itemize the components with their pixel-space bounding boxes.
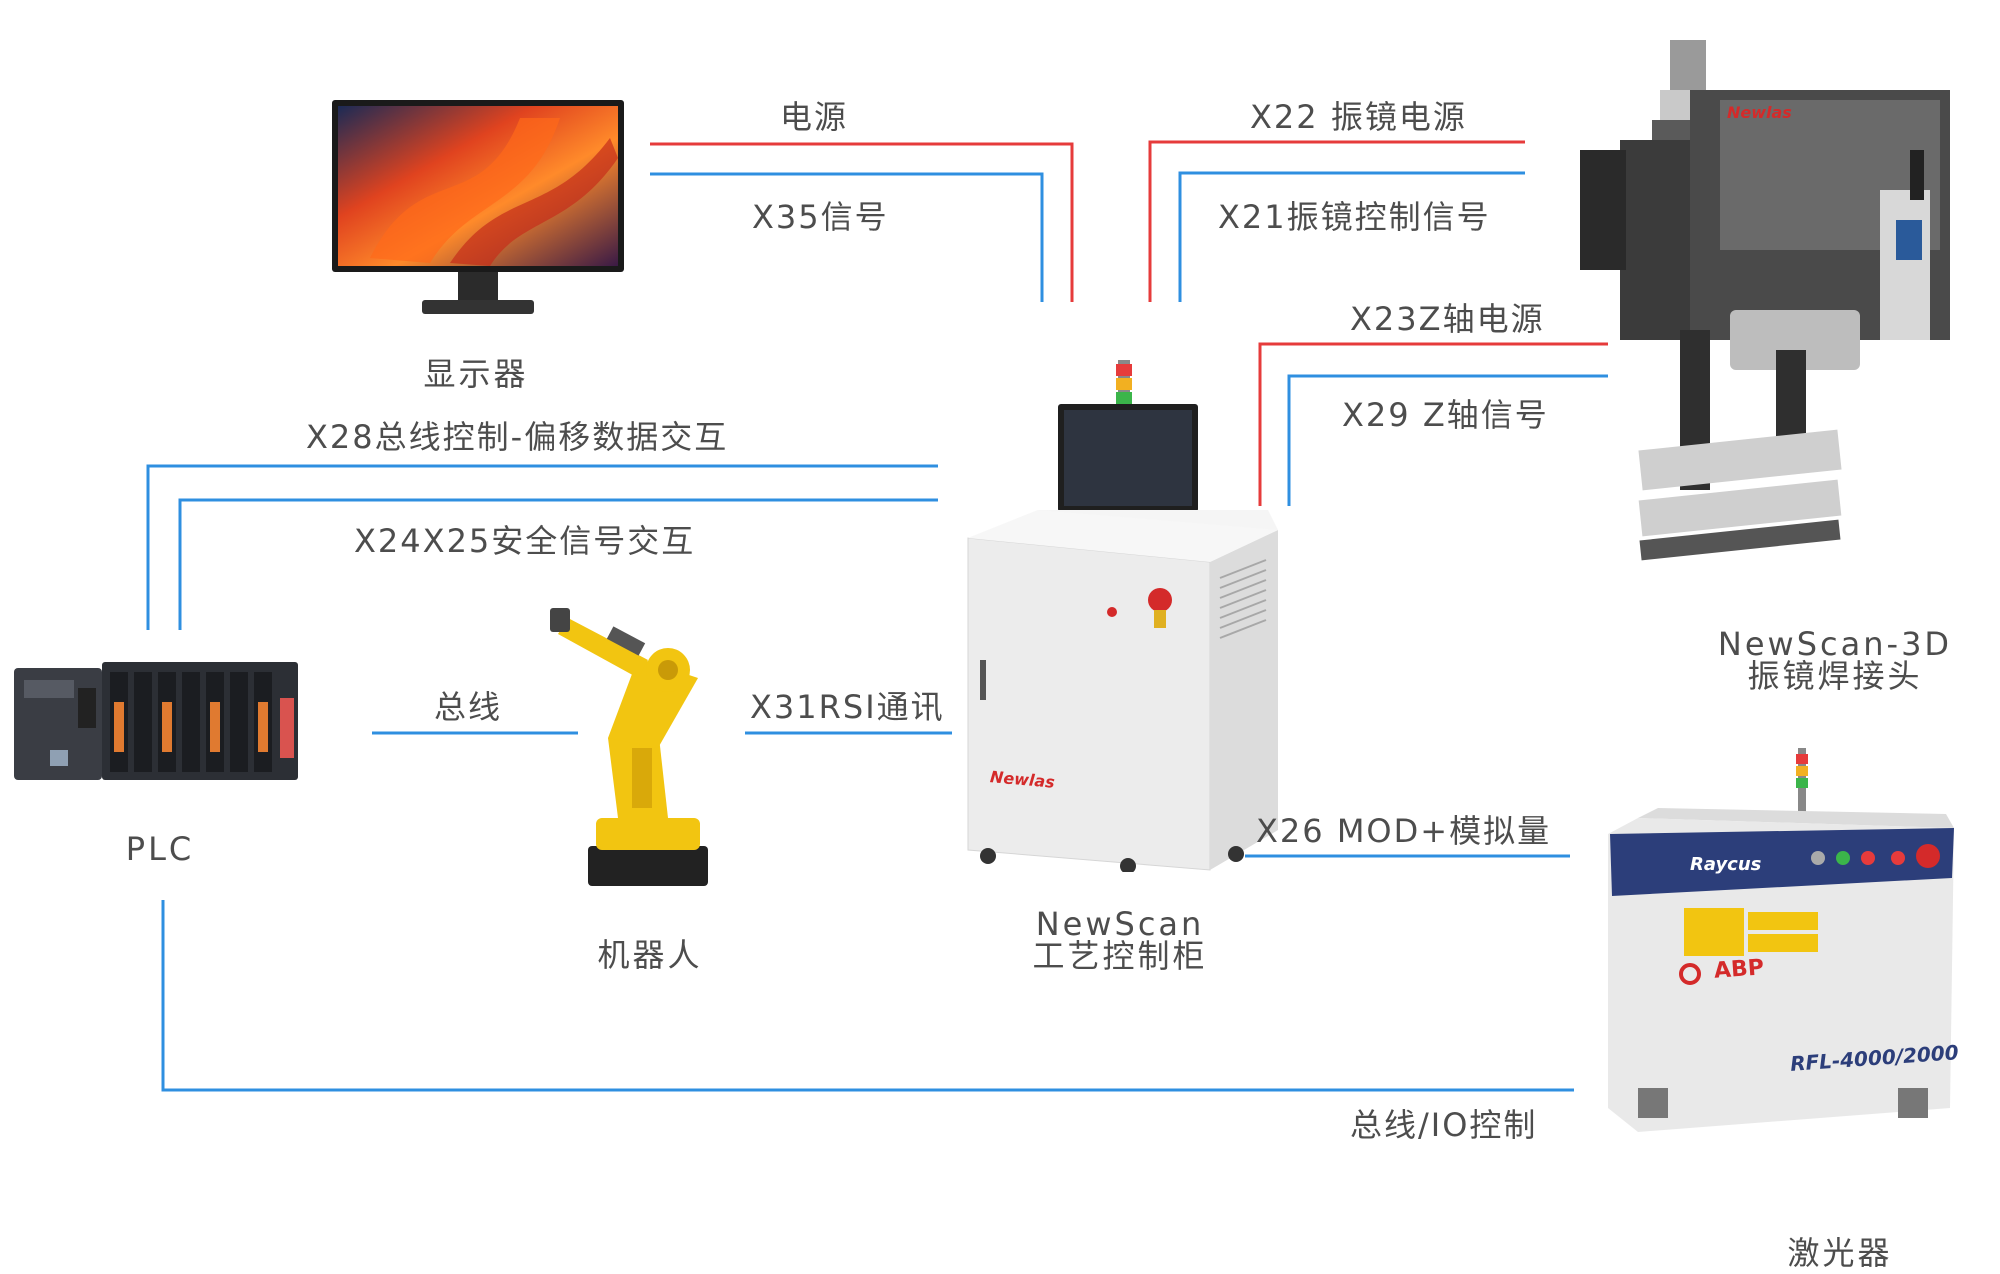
cabinet-caption-line2: 工艺控制柜 <box>1032 937 1208 975</box>
laser-mark: ABP <box>1713 955 1765 984</box>
z-power-line <box>1258 342 1608 506</box>
scanhead-brand: Newlas <box>1727 103 1792 122</box>
robot-caption: 机器人 <box>597 936 703 974</box>
bus-offset-label: X28总线控制-偏移数据交互 <box>306 418 729 456</box>
monitor-signal-line <box>650 172 1044 302</box>
cabinet-caption-line1: NewScan <box>1035 905 1205 943</box>
z-signal-label: X29 Z轴信号 <box>1342 396 1549 434</box>
control-cabinet-icon <box>967 360 1278 872</box>
z-signal-line <box>1287 374 1608 506</box>
galvo-signal-line <box>1178 171 1525 302</box>
galvo-power-line <box>1148 140 1525 302</box>
plc-caption: PLC <box>125 830 195 868</box>
plc-icon <box>14 662 298 780</box>
cabinet-caption: NewScan 工艺控制柜 <box>1010 908 1230 972</box>
scanhead-caption-line1: NewScan-3D <box>1717 625 1953 663</box>
monitor-caption: 显示器 <box>423 355 529 393</box>
rsi-label: X31RSI通讯 <box>750 688 945 726</box>
laser-caption: 激光器 <box>1787 1234 1893 1272</box>
io-label: 总线/IO控制 <box>1350 1106 1538 1144</box>
welding-head-icon <box>1580 40 1950 561</box>
scanhead-caption: NewScan-3D 振镜焊接头 <box>1700 628 1970 692</box>
z-power-label: X23Z轴电源 <box>1350 300 1545 338</box>
safety-label: X24X25安全信号交互 <box>354 522 696 560</box>
bus-label: 总线 <box>434 688 503 726</box>
bus-offset-line <box>146 464 938 630</box>
robot-arm-icon <box>550 608 708 886</box>
laser-brand: Raycus <box>1690 854 1762 875</box>
monitor-power-label: 电源 <box>780 98 849 136</box>
monitor-signal-label: X35信号 <box>752 198 889 236</box>
galvo-power-label: X22 振镜电源 <box>1250 98 1467 136</box>
galvo-signal-label: X21振镜控制信号 <box>1218 198 1491 236</box>
scanhead-caption-line2: 振镜焊接头 <box>1747 657 1923 695</box>
io-line <box>161 900 1574 1092</box>
safety-line <box>178 498 938 630</box>
mod-label: X26 MOD+模拟量 <box>1256 812 1552 850</box>
monitor-power-line <box>650 142 1074 302</box>
laser-icon <box>1608 748 1954 1132</box>
monitor-icon <box>332 100 624 314</box>
